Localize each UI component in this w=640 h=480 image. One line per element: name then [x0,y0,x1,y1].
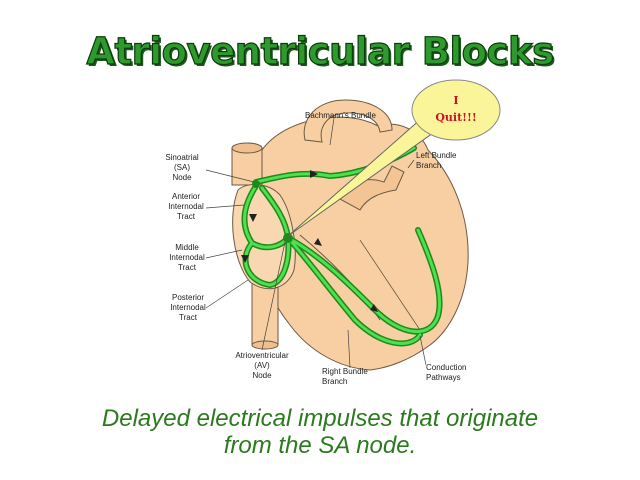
label-anterior-1: Anterior [172,192,200,201]
label-anterior-3: Tract [177,212,196,221]
av-node [283,233,293,243]
label-av-node-2: (AV) [254,361,270,370]
page-title: Atrioventricular Blocks [86,29,555,73]
ventricle-line [359,239,421,331]
label-sa-node-3: Node [172,173,192,182]
caption-line-1: Delayed electrical impulses that origina… [101,405,539,432]
label-conduction-2: Pathways [426,373,461,382]
sa-node [252,180,260,188]
leader-lines [205,117,427,369]
label-av-node-3: Node [252,371,272,380]
diagram-labels: Bachmann's Bundle Sinoatrial (SA) Node A… [165,111,466,386]
label-anterior-2: Internodal [168,202,204,211]
aorta-shape [303,99,393,143]
label-middle-3: Tract [178,263,197,272]
label-middle-2: Internodal [169,253,205,262]
label-bachmann: Bachmann's Bundle [305,111,376,120]
label-conduction-1: Conduction [426,363,466,372]
label-right-bundle-1: Right Bundle [322,367,368,376]
label-av-node-1: Atrioventricular [235,351,289,360]
label-posterior-2: Internodal [170,303,206,312]
label-middle-1: Middle [175,243,199,252]
caption-line-2: from the SA node. [223,432,417,459]
label-posterior-1: Posterior [172,293,204,302]
vena-cava-lower-opening [251,340,279,350]
direction-arrows [241,170,378,312]
caption: Delayed electrical impulses that origina… [0,405,640,459]
vena-cava-opening [231,142,263,154]
label-posterior-3: Tract [179,313,198,322]
callout-text-line2: Quit!!! [435,111,476,124]
label-left-bundle-1: Left Bundle [416,151,457,160]
label-sa-node-2: (SA) [174,163,190,172]
label-sa-node-1: Sinoatrial [165,153,199,162]
callout-balloon [411,79,501,141]
callout-text-line1: I [453,94,458,107]
label-left-bundle-2: Branch [416,161,441,170]
label-right-bundle-2: Branch [322,377,347,386]
